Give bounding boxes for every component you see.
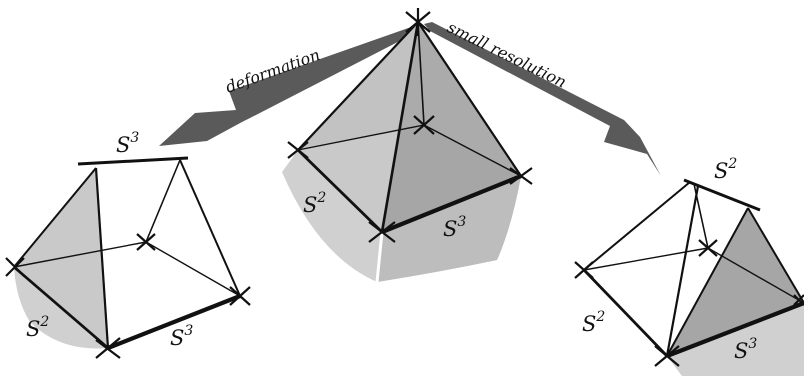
- deformation-arrow: [159, 26, 421, 146]
- center-apex-marker: [405, 8, 431, 36]
- small-resolution-arrow: [424, 22, 661, 176]
- left-deformed-cone: [5, 156, 251, 359]
- right-resolved-cone: [574, 178, 804, 376]
- center-back-face: [298, 22, 521, 176]
- right-s2-label: S2: [714, 156, 737, 183]
- left-front-marker: [95, 337, 121, 359]
- center-right-edge: [417, 21, 522, 177]
- center-front-edge: [380, 21, 420, 233]
- center-s2-label: S2: [303, 190, 326, 217]
- left-front-left-base: [13, 265, 109, 350]
- center-s3-label: S3: [443, 214, 466, 241]
- right-left-edge: [583, 181, 691, 271]
- left-back-edge: [145, 159, 181, 243]
- left-s3-bottom-label: S3: [170, 323, 193, 350]
- right-base-surface: [667, 303, 804, 376]
- center-front-marker: [368, 221, 396, 243]
- center-back-left-base: [297, 124, 425, 151]
- center-base-surface-right: [377, 176, 521, 282]
- center-back-marker: [413, 115, 435, 135]
- right-front-edge: [665, 185, 700, 357]
- right-shade-right-edge: [747, 207, 804, 304]
- center-left-edge: [297, 21, 419, 151]
- right-left-marker: [574, 261, 594, 279]
- right-back-left-base: [583, 247, 709, 271]
- left-front-edge: [94, 167, 110, 349]
- left-back-left-base: [13, 241, 147, 268]
- small-resolution-arrow-shape: [424, 22, 661, 176]
- center-left-marker: [287, 141, 309, 159]
- left-front-right-base: [107, 294, 241, 350]
- left-right-edge: [179, 159, 241, 297]
- right-s2-bottom-label: S2: [582, 309, 605, 336]
- left-back-marker: [136, 233, 156, 251]
- center-back-edge: [417, 21, 425, 126]
- right-front-right-base: [666, 301, 804, 358]
- center-front-right-base: [381, 174, 522, 234]
- center-cone: [282, 8, 533, 283]
- left-back-right-base: [145, 241, 241, 297]
- right-front-left-base: [582, 269, 669, 357]
- center-right-marker: [509, 167, 533, 185]
- right-front-marker: [654, 345, 680, 367]
- deformation-arrow-shape: [159, 26, 421, 146]
- center-left-face: [298, 22, 418, 232]
- right-shade-left-edge: [666, 207, 749, 357]
- right-top-edge: [683, 178, 761, 212]
- left-right-marker: [229, 286, 251, 306]
- center-right-face: [382, 22, 521, 232]
- left-s2-label: S2: [26, 314, 49, 341]
- small-resolution-label: small resolution: [444, 18, 569, 92]
- right-back-marker: [698, 239, 718, 257]
- left-top-edge: [77, 156, 189, 166]
- left-left-edge: [13, 167, 97, 268]
- center-front-left-base: [297, 148, 383, 234]
- left-s3-label: S3: [116, 130, 139, 157]
- center-seam: [375, 231, 384, 283]
- right-back-right-base: [707, 247, 804, 304]
- right-right-marker: [793, 294, 804, 306]
- right-back-edge: [693, 183, 709, 249]
- left-left-marker: [5, 257, 25, 277]
- right-s3-label: S3: [734, 336, 757, 363]
- center-back-right-base: [423, 124, 522, 177]
